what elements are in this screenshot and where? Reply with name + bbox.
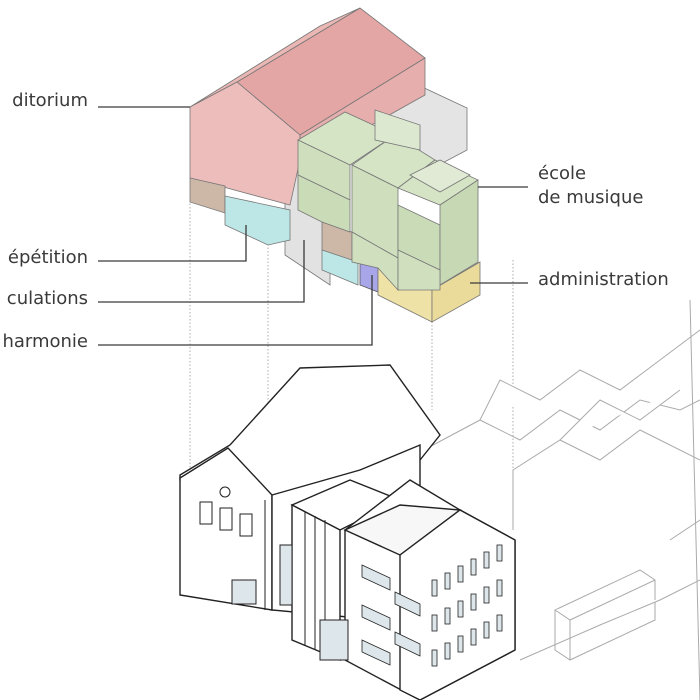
neighbouring-building bbox=[404, 299, 700, 700]
label-ecole-line1: école bbox=[538, 163, 587, 184]
leader-lines bbox=[98, 106, 528, 346]
label-harmonie: harmonie bbox=[2, 331, 88, 352]
label-repetition: épétition bbox=[7, 247, 88, 268]
ecole-volume bbox=[297, 109, 479, 292]
label-administration: administration bbox=[538, 269, 669, 290]
windows bbox=[361, 544, 503, 667]
label-auditorium: ditorium bbox=[12, 90, 88, 111]
building-details bbox=[199, 486, 349, 661]
repetition-volume bbox=[224, 195, 291, 246]
repetition-volume-2 bbox=[321, 249, 359, 286]
label-ecole-line2: de musique bbox=[538, 187, 644, 208]
existing-building bbox=[179, 364, 516, 700]
label-circulations: culations bbox=[6, 288, 88, 309]
